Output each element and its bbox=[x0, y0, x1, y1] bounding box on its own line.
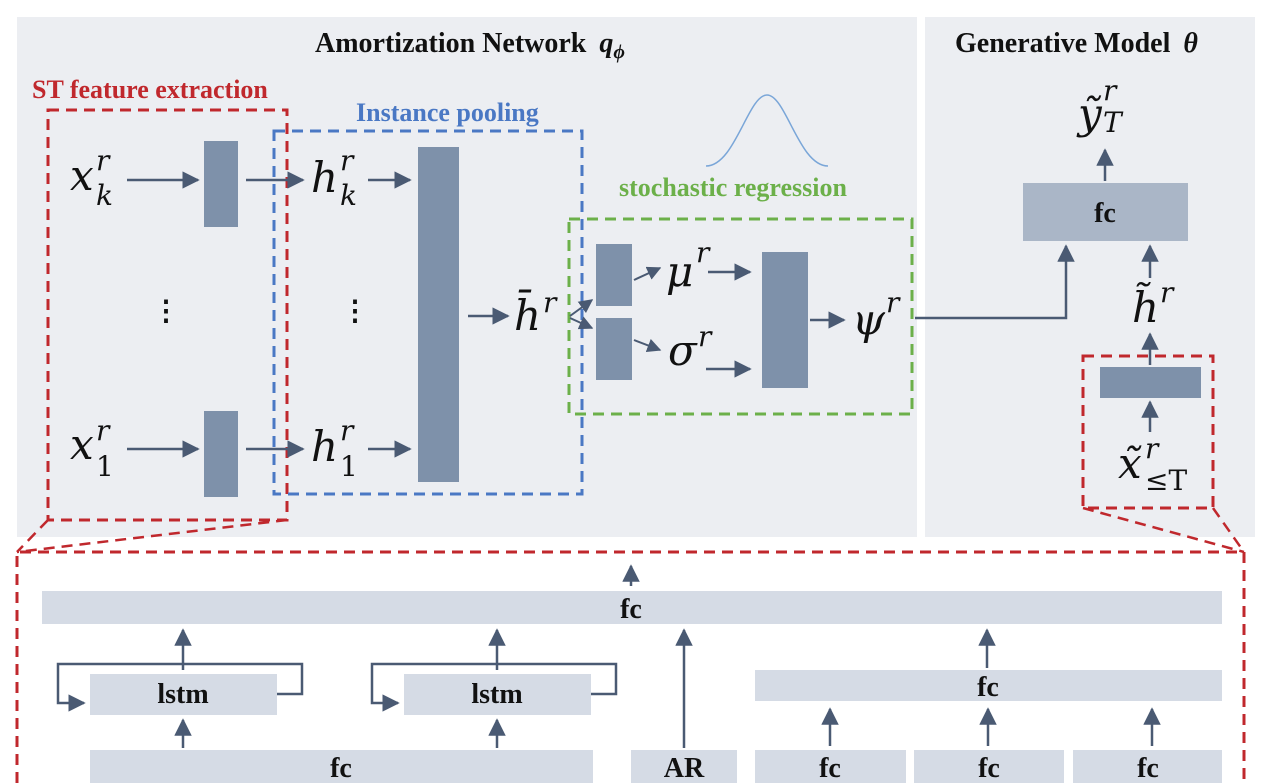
gaussian-curve-icon bbox=[705, 94, 829, 167]
pooling-block bbox=[418, 147, 459, 482]
detail-fc-c-label: fc bbox=[1137, 753, 1159, 783]
stochastic-regression-dashed-box bbox=[567, 217, 914, 416]
gen-fc-label: fc bbox=[1094, 198, 1116, 229]
generative-panel bbox=[925, 17, 1255, 537]
lstm1-recurrent-loop bbox=[56, 662, 304, 712]
h-tilde-symbol: h̃ bbox=[1132, 281, 1159, 332]
detail-lstm-input-fc-label: fc bbox=[330, 753, 352, 783]
h-tilde-sup: r bbox=[1160, 276, 1175, 309]
psi-sup: r bbox=[886, 286, 901, 319]
x-1-sup: r bbox=[96, 414, 111, 447]
vdots-h: ⋮ bbox=[341, 296, 369, 327]
arrow-mu-block-to-mu bbox=[633, 266, 662, 281]
zoom-line-right-1 bbox=[1082, 506, 1245, 554]
reparam-block bbox=[762, 252, 808, 388]
lstm1-box bbox=[90, 674, 277, 715]
h-1-sub: 1 bbox=[340, 450, 358, 483]
lstm2-label: lstm bbox=[471, 679, 522, 710]
mu-block bbox=[596, 244, 632, 306]
detail-top-fc-label: fc bbox=[620, 594, 642, 625]
sigma-symbol: σ bbox=[668, 326, 698, 375]
feature-block-k bbox=[204, 141, 238, 227]
x-1-symbol: x bbox=[70, 420, 94, 469]
generative-title: Generative Model θ bbox=[955, 28, 1198, 59]
h-bar-sup: r bbox=[543, 286, 558, 319]
sigma-block bbox=[596, 318, 632, 380]
arrow-hbar-to-mu-block bbox=[569, 299, 594, 317]
y-tilde-sup: r bbox=[1103, 74, 1118, 107]
detail-fc-c-box bbox=[1073, 750, 1222, 783]
st-feature-label: ST feature extraction bbox=[32, 75, 268, 104]
detail-mid-fc-label: fc bbox=[977, 672, 999, 703]
generative-input-dashed-box bbox=[1081, 354, 1215, 510]
zoom-detail-dashed-frame bbox=[15, 550, 1246, 783]
y-tilde-symbol: ỹ bbox=[1076, 89, 1103, 138]
instance-pooling-label: Instance pooling bbox=[356, 98, 539, 127]
x-k-symbol: x bbox=[70, 151, 94, 200]
h-1-sup: r bbox=[340, 414, 355, 447]
h-bar-symbol: h̄ bbox=[514, 288, 541, 340]
feature-block-1 bbox=[204, 411, 238, 497]
lstm1-label: lstm bbox=[157, 679, 208, 710]
x-tilde-symbol: x̃ bbox=[1118, 439, 1142, 488]
x-tilde-sup: r bbox=[1145, 432, 1160, 465]
amortization-title: Amortization Network qϕ bbox=[315, 28, 625, 63]
mu-sup: r bbox=[696, 236, 711, 269]
sigma-sup: r bbox=[698, 320, 713, 353]
zoom-line-left-1 bbox=[16, 519, 49, 553]
zoom-line-left-2 bbox=[16, 518, 288, 554]
detail-top-fc-box bbox=[42, 591, 1222, 624]
y-tilde-sub: T bbox=[1103, 106, 1124, 139]
lstm2-recurrent-loop bbox=[370, 662, 618, 712]
detail-fc-a-box bbox=[755, 750, 906, 783]
h-k-sup: r bbox=[340, 144, 355, 177]
ar-label: AR bbox=[664, 753, 705, 783]
arrow-sigma-block-to-sigma bbox=[633, 338, 662, 353]
psi-symbol: ψ bbox=[852, 295, 886, 344]
x-k-sub: k bbox=[96, 179, 113, 212]
stochastic-regression-label: stochastic regression bbox=[619, 173, 847, 202]
detail-fc-b-box bbox=[914, 750, 1064, 783]
vdots-x: ⋮ bbox=[152, 296, 180, 327]
arrow-hbar-to-sigma-block bbox=[569, 316, 594, 330]
zoom-line-right-2 bbox=[1211, 507, 1246, 553]
x-k-sup: r bbox=[96, 144, 111, 177]
h-k-symbol: h bbox=[311, 153, 338, 202]
gen-feature-block bbox=[1100, 367, 1201, 398]
h-k-sub: k bbox=[340, 179, 357, 212]
x-1-sub: 1 bbox=[96, 450, 114, 483]
ar-box bbox=[631, 750, 737, 783]
detail-fc-b-label: fc bbox=[978, 753, 1000, 783]
detail-fc-a-label: fc bbox=[819, 753, 841, 783]
x-tilde-sub: ≤T bbox=[1145, 464, 1187, 497]
mu-symbol: μ bbox=[666, 247, 693, 296]
lstm2-box bbox=[404, 674, 591, 715]
h-1-symbol: h bbox=[311, 422, 338, 471]
arrow-psi-to-gen-fc bbox=[915, 244, 1075, 320]
detail-lstm-input-fc-box bbox=[90, 750, 593, 783]
detail-mid-fc-box bbox=[755, 670, 1222, 701]
gen-fc-box bbox=[1023, 183, 1188, 241]
